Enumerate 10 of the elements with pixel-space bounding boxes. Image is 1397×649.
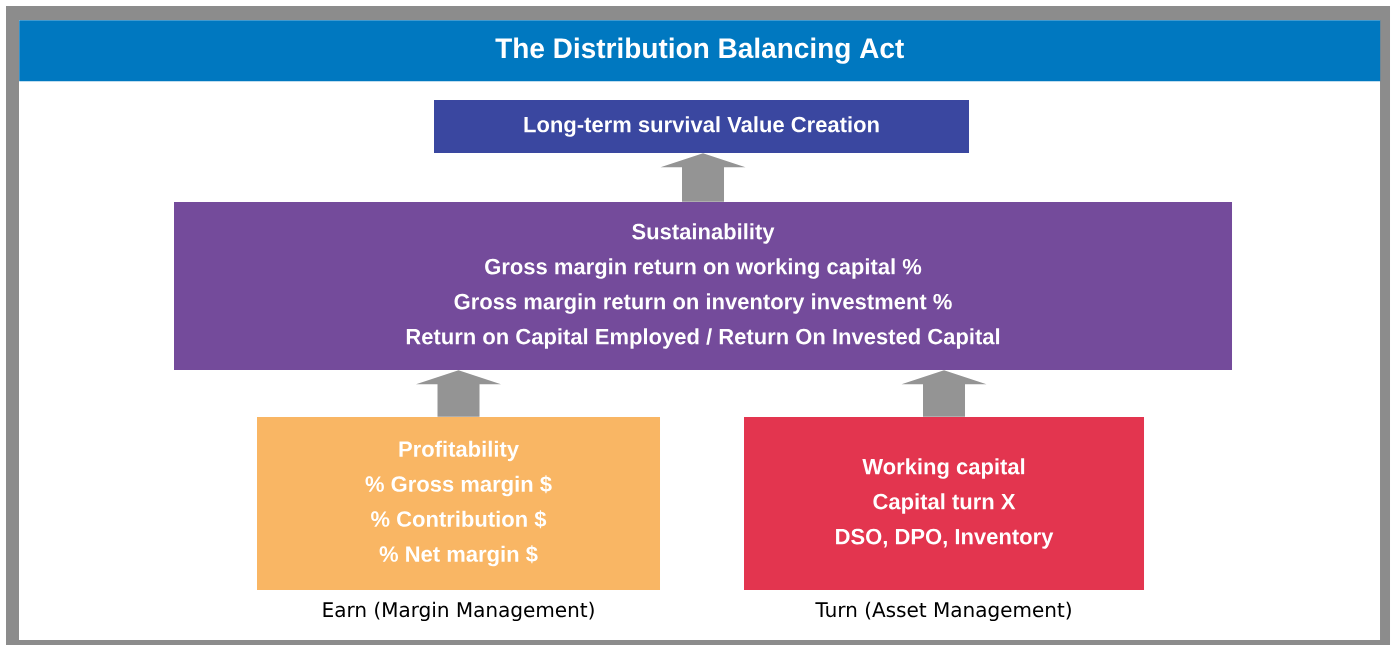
block-arrow <box>901 370 987 417</box>
node-label: Turn (Asset Management) <box>815 601 1071 622</box>
text-box: Long-term survival Value Creation <box>434 100 969 153</box>
text-box: Profitability % Gross margin $ % Contribution $ % Net margin $ <box>257 417 660 590</box>
node-label: Earn (Margin Management) <box>323 601 594 622</box>
text-box: Working capital Capital turn X DSO, DPO, Inventory <box>744 417 1144 590</box>
title-banner: The Distribution Balancing Act <box>19 20 1381 82</box>
block-arrow <box>660 153 746 202</box>
block-arrow <box>416 370 501 417</box>
text-box: Sustainability Gross margin return on working capital % Gross margin return on inventory investment % Return on Capital Employed / Return On Invested Capital <box>174 202 1232 370</box>
